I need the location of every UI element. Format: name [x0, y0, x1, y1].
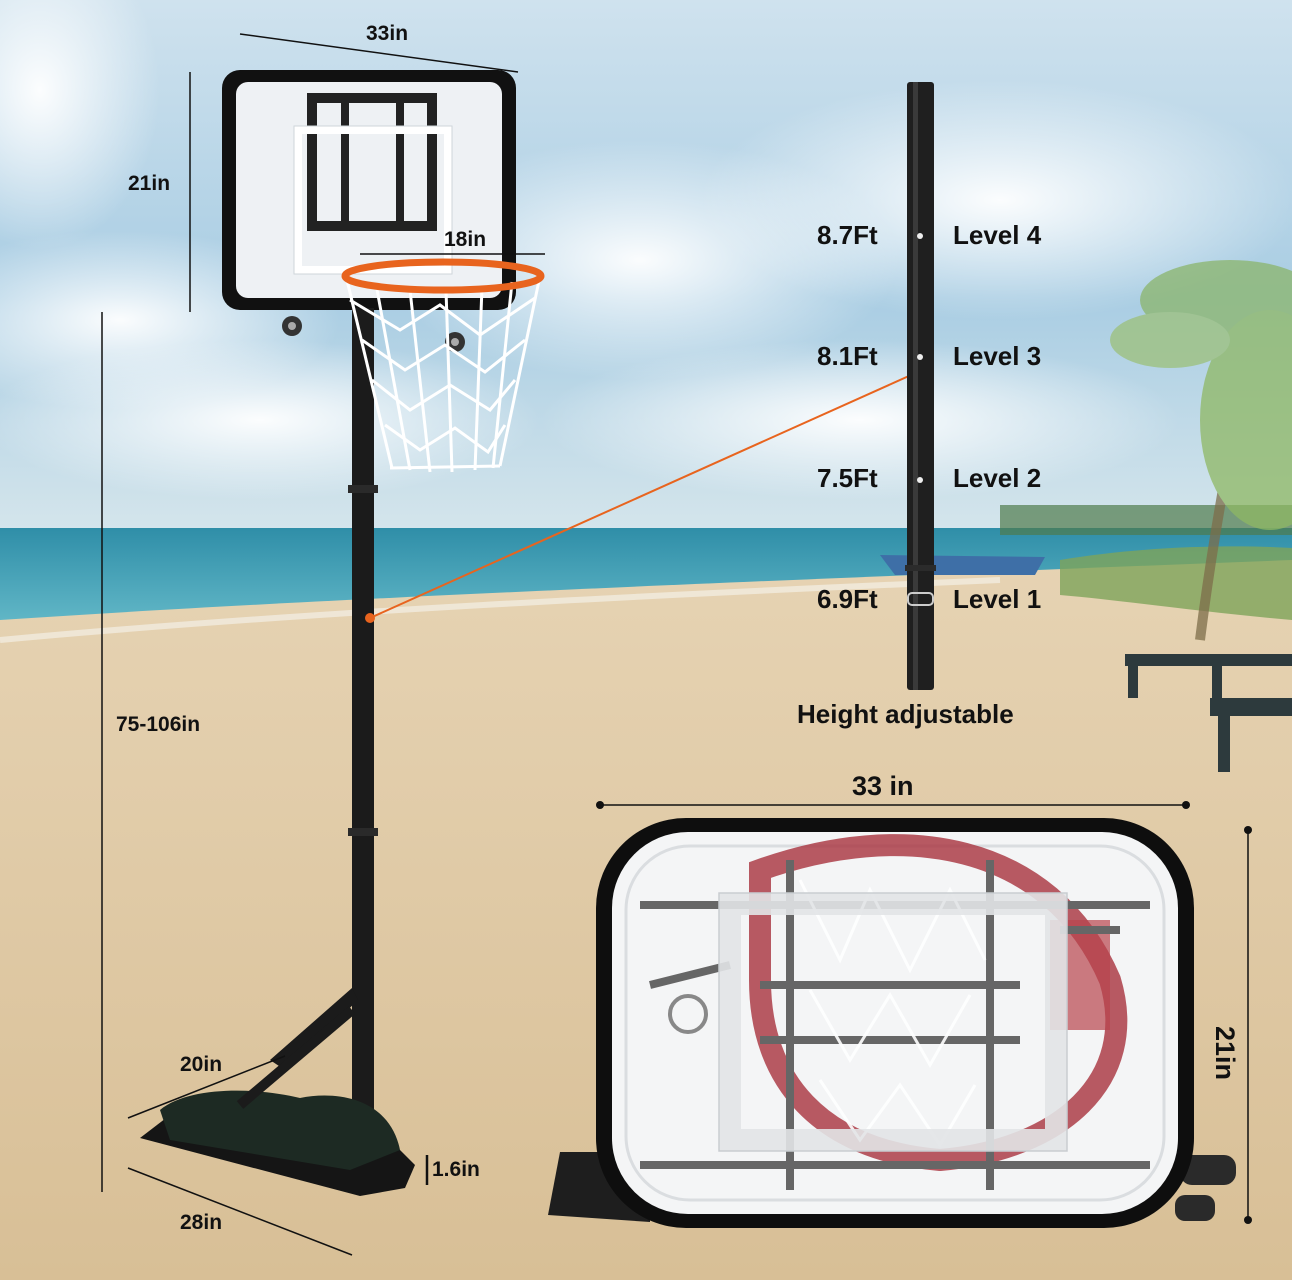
overall-height-label: 75-106in [116, 713, 201, 736]
callout-line [369, 370, 921, 619]
backboard-width-label: 33in [366, 22, 409, 45]
net [344, 275, 542, 473]
rim [341, 258, 545, 294]
rim-diameter-label: 18in [444, 228, 487, 251]
backboard-detail [548, 801, 1252, 1228]
base-height-label: 1.6in [432, 1158, 480, 1181]
base-depth-label: 28in [180, 1211, 223, 1234]
level-4-label: Level 4 [953, 220, 1042, 250]
target-square [294, 126, 452, 274]
dimension-lines [101, 33, 545, 1256]
level-1-label: Level 1 [953, 584, 1042, 614]
level-3-height: 8.1Ft [817, 341, 878, 371]
height-adjustable-title: Height adjustable [797, 699, 1014, 729]
level-1-height: 6.9Ft [817, 584, 878, 614]
level-4-height: 8.7Ft [817, 220, 878, 250]
level-2-label: Level 2 [953, 463, 1042, 493]
adjustable-pole-detail [905, 82, 936, 690]
pole [352, 308, 374, 1178]
level-2-height: 7.5Ft [817, 463, 878, 493]
backboard-height-label: 21in [128, 172, 171, 195]
detail-width-label: 33 in [852, 771, 914, 801]
detail-height-label: 21in [1210, 1026, 1240, 1081]
weighted-base [140, 988, 415, 1196]
palm-tree [1110, 260, 1292, 641]
level-3-label: Level 3 [953, 341, 1042, 371]
beach-bench [1125, 654, 1292, 772]
basketball-hoop [140, 70, 545, 1196]
base-width-label: 20in [180, 1053, 223, 1076]
